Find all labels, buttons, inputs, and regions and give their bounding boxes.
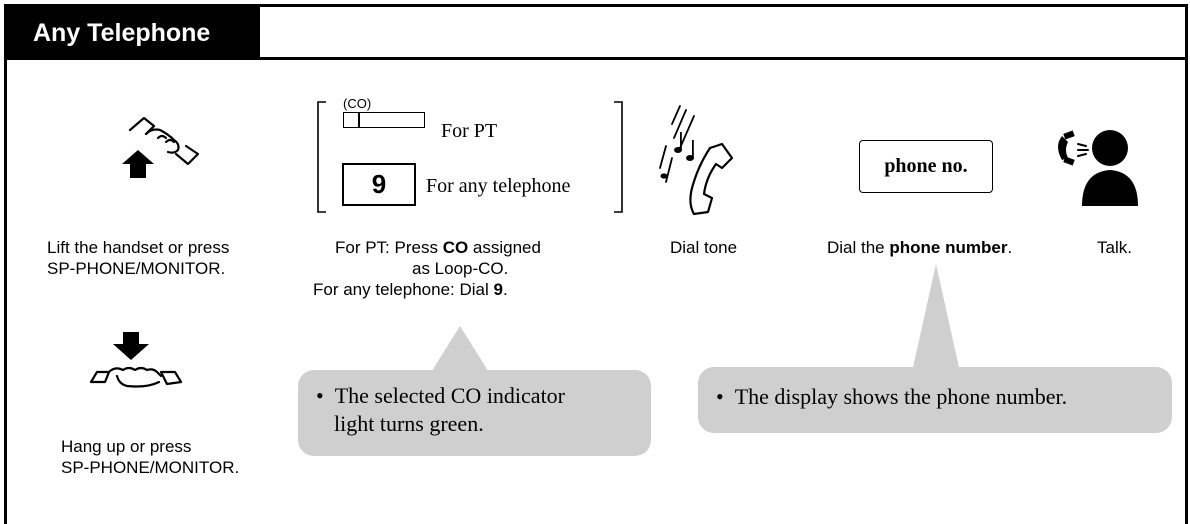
co-caption-line2: as Loop-CO.	[412, 259, 509, 278]
callout-co-line1: • The selected CO indicator	[316, 383, 566, 408]
talk-caption: Talk.	[1097, 238, 1132, 257]
co-caption-line3: For any telephone: Dial 9.	[313, 279, 603, 300]
lift-handset-icon	[122, 116, 200, 178]
callout-display-text: • The display shows the phone number.	[716, 384, 1068, 409]
for-pt-label: For PT	[441, 120, 498, 142]
co-caption: For PT: Press CO assigned as Loop-CO. Fo…	[313, 237, 603, 300]
lift-caption: Lift the handset or press SP-PHONE/MONIT…	[47, 237, 229, 279]
co-caption-line1-prefix: For PT: Press	[335, 238, 443, 257]
callout-pointer-display	[912, 264, 960, 372]
callout-display: • The display shows the phone number.	[698, 367, 1172, 433]
lift-caption-line2: SP-PHONE/MONITOR.	[47, 259, 226, 278]
co-caption-line1: For PT: Press CO assigned	[313, 237, 603, 258]
co-caption-line3-prefix: For any telephone: Dial	[313, 280, 494, 299]
dial-tone-caption: Dial tone	[670, 238, 738, 257]
hangup-caption-line1: Hang up or press	[61, 437, 192, 456]
callout-co-indicator: • The selected CO indicator light turns …	[298, 370, 651, 456]
callout-co-line2: light turns green.	[334, 411, 484, 436]
dial-9-key[interactable]: 9	[342, 163, 416, 206]
co-caption-line3-suffix: .	[502, 280, 508, 299]
phone-caption-suffix: .	[1007, 238, 1013, 257]
co-key[interactable]	[343, 112, 425, 128]
for-any-label: For any telephone	[426, 175, 571, 197]
callout-display-line: The display shows the phone number.	[734, 384, 1068, 409]
talk-icon	[1058, 130, 1138, 206]
co-caption-line1-suffix: assigned	[468, 238, 541, 257]
callout-pointer-co	[430, 326, 490, 374]
co-caption-line1-bold: CO	[442, 238, 469, 257]
co-key-label: (CO)	[343, 96, 372, 111]
dial-tone-handset-icon	[659, 105, 734, 216]
hangup-caption: Hang up or press SP-PHONE/MONITOR.	[61, 436, 239, 478]
lift-caption-line1: Lift the handset or press	[47, 238, 230, 257]
phone-caption-bold: phone number	[889, 238, 1008, 257]
callout-co-line1-text: The selected CO indicator	[334, 383, 566, 408]
title-rule	[7, 57, 1185, 60]
bracket-frame	[317, 101, 623, 213]
hangup-caption-line2: SP-PHONE/MONITOR.	[61, 458, 240, 477]
hang-up-icon	[89, 332, 183, 388]
co-caption-line3-bold: 9	[493, 280, 503, 299]
co-key-led	[358, 113, 360, 127]
section-title: Any Telephone	[7, 7, 260, 60]
callout-co-indicator-text: • The selected CO indicator light turns …	[316, 382, 565, 438]
phone-caption: Dial the phone number.	[827, 237, 1012, 258]
section-frame	[4, 4, 1188, 524]
phone-caption-prefix: Dial the	[827, 238, 890, 257]
phone-number-display: phone no.	[859, 140, 993, 193]
